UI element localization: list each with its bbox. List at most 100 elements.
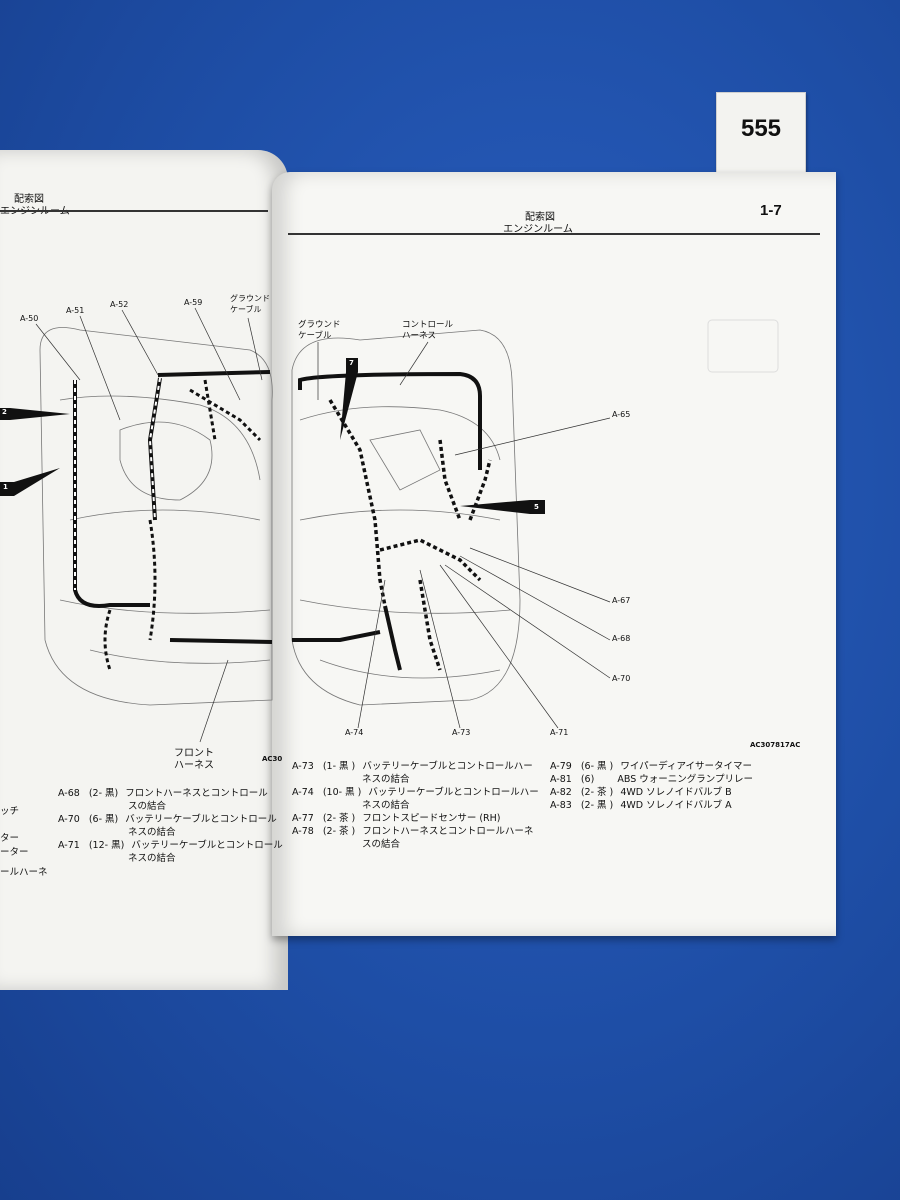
right-legend-a78: A-78 (2- 茶 ) フロントハーネスとコントロールハーネ スの結合 [292, 825, 533, 851]
callout-ground-1: グラウンド [230, 294, 270, 303]
sticker-number: 555 [740, 115, 782, 142]
legend-desc2: ネスの結合 [362, 774, 410, 785]
left-header-rule [0, 210, 268, 212]
legend-desc2: ネスの結合 [128, 853, 176, 864]
callout-a51: A-51 [66, 306, 85, 315]
right-header-rule [288, 233, 820, 235]
callout-a67: A-67 [612, 596, 631, 605]
left-fragment-1: ッチ [0, 806, 20, 817]
callout-a65: A-65 [612, 410, 631, 419]
right-figure-code: AC307817AC [750, 741, 801, 749]
legend-spec: (2- 黒) [88, 788, 119, 799]
legend-spec: (2- 茶 ) [322, 826, 356, 837]
callout-a70: A-70 [612, 674, 631, 683]
left-bottom-label-1: フロント [174, 748, 214, 759]
right-callout-leaders [317, 341, 611, 729]
callout-a74: A-74 [345, 728, 364, 737]
left-legend-a70: A-70 (6- 黒) バッテリーケーブルとコントロール ネスの結合 [58, 813, 277, 839]
legend-desc2: ネスの結合 [362, 800, 410, 811]
left-harness-dash [74, 377, 261, 590]
legend-desc2: スの結合 [362, 839, 401, 850]
right-page [272, 172, 836, 936]
right-marker-7: 7 [349, 359, 354, 367]
page-bleedthrough [707, 319, 779, 373]
right-legend-a81: A-81 (6) ABS ウォーニングランプリレー [550, 773, 753, 786]
legend-code: A-68 [58, 788, 80, 799]
legend-spec: (1- 黒 ) [322, 761, 356, 772]
callout-a68: A-68 [612, 634, 631, 643]
left-legend-a68: A-68 (2- 黒) フロントハーネスとコントロール スの結合 [58, 787, 268, 813]
legend-code: A-82 [550, 787, 572, 798]
legend-desc2: スの結合 [128, 801, 167, 812]
legend-spec: (6) [580, 774, 595, 785]
right-legend-a73: A-73 (1- 黒 ) バッテリーケーブルとコントロールハー ネスの結合 [292, 760, 533, 786]
callout-a59: A-59 [184, 298, 203, 307]
right-harness [292, 371, 482, 671]
right-legend-a83: A-83 (2- 黒 ) 4WD ソレノイドバルブ A [550, 799, 732, 812]
legend-desc: バッテリーケーブルとコントロールハー [368, 787, 539, 798]
legend-desc: バッテリーケーブルとコントロールハー [362, 761, 533, 772]
callout-a52: A-52 [110, 300, 129, 309]
legend-code: A-70 [58, 814, 80, 825]
legend-desc: バッテリーケーブルとコントロール [125, 814, 277, 825]
legend-desc: フロントハーネスとコントロールハーネ [362, 826, 534, 837]
left-figure-code: AC30 [262, 755, 283, 763]
legend-code: A-79 [550, 761, 572, 772]
right-legend-a82: A-82 (2- 茶 ) 4WD ソレノイドバルブ B [550, 786, 732, 799]
left-fragment-2: ター [0, 833, 20, 844]
left-harness [73, 370, 273, 644]
left-engine-outline [39, 327, 273, 706]
left-fragment-3: ーター [0, 847, 29, 858]
right-legend-a74: A-74 (10- 黒 ) バッテリーケーブルとコントロールハー ネスの結合 [292, 786, 539, 812]
legend-desc: フロントハーネスとコントロール [125, 788, 268, 799]
left-callout-leaders [35, 307, 263, 743]
legend-code: A-78 [292, 826, 314, 837]
legend-code: A-77 [292, 813, 314, 824]
left-header-title: 配索図 [14, 194, 44, 205]
control-harness-label-1: コントロール [402, 320, 454, 330]
left-legend-a71: A-71 (12- 黒) バッテリーケーブルとコントロール ネスの結合 [58, 839, 283, 865]
legend-spec: (6- 黒) [88, 814, 119, 825]
ground-cable-label-2: ケーブル [298, 331, 332, 341]
legend-code: A-73 [292, 761, 314, 772]
right-engine-outline [291, 329, 521, 706]
sticker-tag: 555 [716, 92, 806, 174]
legend-spec: (12- 黒) [88, 840, 125, 851]
legend-spec: (6- 黒 ) [580, 761, 614, 772]
legend-desc: ワイパーディアイサータイマー [620, 761, 752, 772]
right-header-title: 配索図 [525, 212, 555, 223]
legend-desc2: ネスの結合 [128, 827, 176, 838]
callout-a50: A-50 [20, 314, 39, 323]
legend-desc: フロントスピードセンサー (RH) [362, 813, 501, 824]
right-branches [328, 399, 492, 671]
legend-spec: (2- 黒 ) [580, 800, 614, 811]
callout-a73: A-73 [452, 728, 471, 737]
left-marker-1: 1 [3, 483, 8, 491]
legend-desc: ABS ウォーニングランプリレー [617, 774, 753, 785]
left-markers [0, 408, 70, 496]
right-legend-a79: A-79 (6- 黒 ) ワイパーディアイサータイマー [550, 760, 752, 773]
legend-desc: 4WD ソレノイドバルブ B [620, 787, 732, 798]
legend-spec: (10- 黒 ) [322, 787, 362, 798]
legend-desc: バッテリーケーブルとコントロール [131, 840, 283, 851]
right-marker-5: 5 [534, 503, 539, 511]
callout-a71: A-71 [550, 728, 569, 737]
right-legend-a77: A-77 (2- 茶 ) フロントスピードセンサー (RH) [292, 812, 501, 825]
page-number: 1-7 [760, 202, 782, 219]
left-page [0, 150, 288, 990]
legend-code: A-83 [550, 800, 572, 811]
left-fragment-4: ールハーネ [0, 867, 48, 878]
control-harness-label-2: ハーネス [402, 331, 437, 341]
legend-code: A-81 [550, 774, 572, 785]
legend-code: A-74 [292, 787, 314, 798]
left-branches [103, 379, 262, 671]
left-marker-2: 2 [2, 408, 7, 416]
legend-desc: 4WD ソレノイドバルブ A [620, 800, 732, 811]
right-header-subtitle: エンジンルーム [503, 224, 573, 235]
legend-code: A-71 [58, 840, 80, 851]
legend-spec: (2- 茶 ) [322, 813, 356, 824]
legend-spec: (2- 茶 ) [580, 787, 614, 798]
ground-cable-label-1: グラウンド [298, 320, 341, 330]
callout-ground-2: ケーブル [230, 305, 262, 314]
